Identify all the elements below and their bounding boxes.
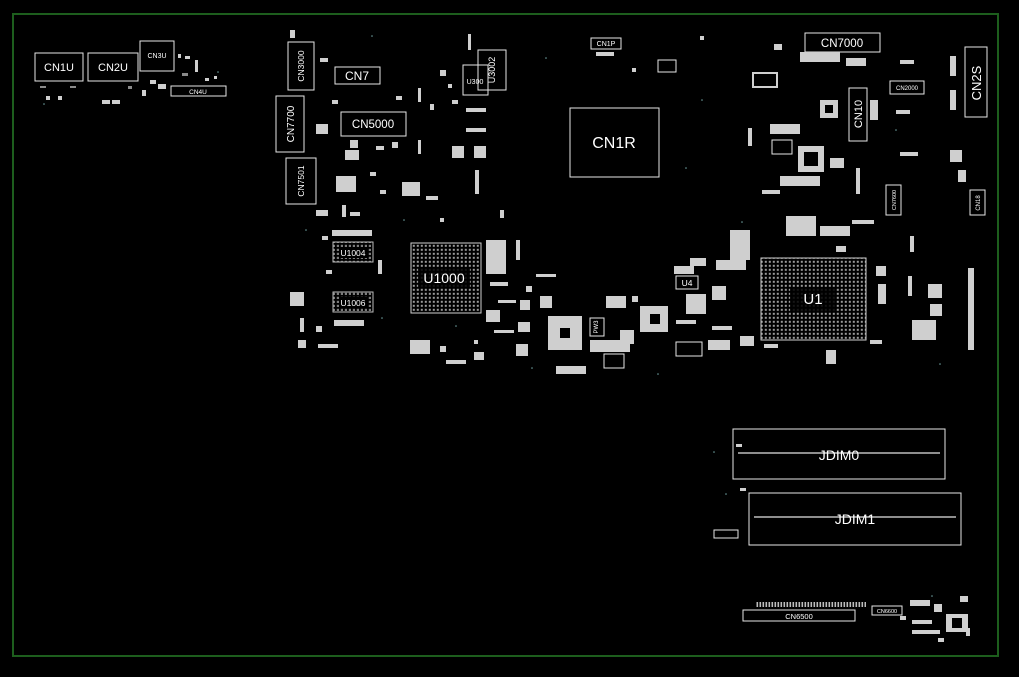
comp-cn7600[interactable]: CN7600 <box>885 184 902 216</box>
comp-cn1u[interactable]: CN1U <box>34 52 84 82</box>
comp-cn10[interactable]: CN10 <box>848 87 868 142</box>
comp-u4[interactable]: U4 <box>675 275 699 290</box>
label-cn7000: CN7000 <box>821 38 863 50</box>
comp-cn1r[interactable]: CN1R <box>569 107 660 178</box>
comp-cn7000[interactable]: CN7000 <box>804 32 881 53</box>
label-cn2s: CN2S <box>969 65 984 100</box>
label-cn1p: CN1P <box>597 41 616 48</box>
comp-cn2000[interactable]: CN2000 <box>889 80 925 95</box>
label-u3002: U3002 <box>487 57 497 84</box>
label-cn7600: CN7600 <box>892 190 898 210</box>
label-cn3u: CN3U <box>147 53 166 60</box>
comp-u300[interactable]: U300 <box>462 64 489 96</box>
comp-u3002[interactable]: U3002 <box>477 49 507 91</box>
comp-cn7[interactable]: CN7 <box>334 66 381 85</box>
label-cn1r: CN1R <box>592 135 636 152</box>
label-u1006: U1006 <box>340 298 365 308</box>
comp-u1[interactable]: U1 <box>760 257 867 341</box>
label-cn7: CN7 <box>345 69 369 83</box>
label-cn2000: CN2000 <box>896 86 919 92</box>
comp-cn3u[interactable]: CN3U <box>139 40 175 72</box>
label-u300: U300 <box>467 79 484 86</box>
comp-u1000[interactable]: U1000 <box>410 242 482 314</box>
comp-cn7501[interactable]: CN7501 <box>285 157 317 205</box>
comp-cn6500[interactable]: CN6500 <box>742 602 866 622</box>
comp-u1006[interactable]: U1006 <box>332 291 374 313</box>
parts-cluster-dimm <box>713 444 746 539</box>
comp-cn3000[interactable]: CN3000 <box>287 41 315 91</box>
comp-jdim1[interactable]: JDIM1 <box>748 492 962 546</box>
label-cn18: CN18 <box>976 195 982 211</box>
comp-cn2u[interactable]: CN2U <box>87 52 139 82</box>
label-cn2u: CN2U <box>98 62 128 74</box>
label-cn6600: CN6600 <box>877 609 897 615</box>
comp-jdim0[interactable]: JDIM0 <box>732 428 946 480</box>
label-cn7700: CN7700 <box>286 105 297 142</box>
parts-cluster-right <box>740 44 974 364</box>
label-cn3000: CN3000 <box>296 50 306 81</box>
label-cn4u: CN4U <box>189 89 207 96</box>
comp-u1004[interactable]: U1004 <box>332 241 374 263</box>
label-pw3: PW3 <box>594 320 600 334</box>
comp-cn4u[interactable]: CN4U <box>170 85 227 97</box>
comp-cn18[interactable]: CN18 <box>969 189 986 216</box>
label-jdim0: JDIM0 <box>819 447 860 463</box>
label-u1004: U1004 <box>340 248 365 258</box>
label-cn10: CN10 <box>853 100 865 128</box>
label-u1000: U1000 <box>423 270 464 286</box>
parts-cluster-center-left <box>290 236 556 364</box>
label-cn7501: CN7501 <box>296 165 306 196</box>
parts-cluster-bottom-right <box>900 596 970 642</box>
board-outline <box>12 13 999 657</box>
comp-cn2s[interactable]: CN2S <box>964 46 988 118</box>
label-jdim1: JDIM1 <box>835 511 876 527</box>
parts-cluster-left <box>290 30 504 236</box>
label-u1: U1 <box>803 291 822 308</box>
comp-cn5000[interactable]: CN5000 <box>340 111 407 137</box>
parts-cluster-usb <box>40 54 217 104</box>
vias <box>43 35 941 597</box>
label-cn5000: CN5000 <box>352 119 394 131</box>
label-u4: U4 <box>682 278 693 288</box>
parts-cluster-center: PW3 <box>548 36 750 374</box>
label-cn1u: CN1U <box>44 62 74 74</box>
label-cn6500: CN6500 <box>785 612 813 621</box>
comp-cn1p[interactable]: CN1P <box>590 37 622 50</box>
comp-cn7700[interactable]: CN7700 <box>275 95 305 153</box>
comp-cn6600[interactable]: CN6600 <box>871 605 903 616</box>
